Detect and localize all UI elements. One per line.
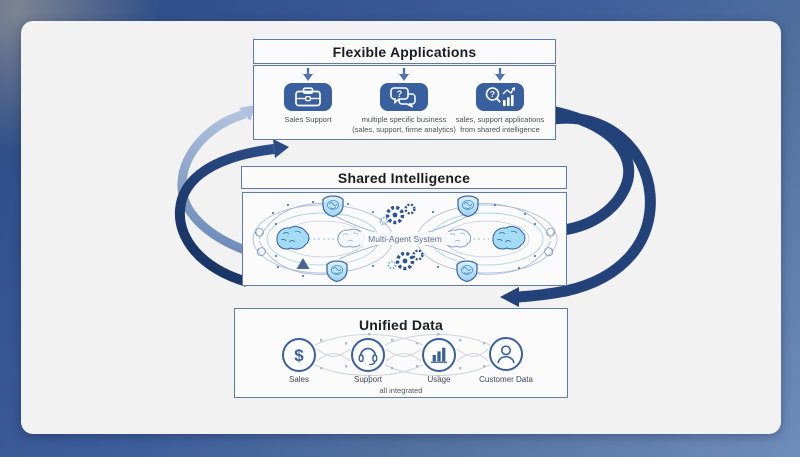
integration-mesh	[314, 333, 491, 378]
flexible-applications-title: Flexible Applications	[253, 39, 556, 64]
ud-item-label: Support	[353, 375, 383, 384]
ud-item-label: Customer Data	[479, 375, 533, 384]
svg-text:?: ?	[490, 89, 495, 99]
down-arrow-icon	[399, 68, 409, 81]
fa-item-sales-support: Sales Support	[253, 67, 363, 125]
shared-intelligence-box: Multi-Agent System	[242, 192, 567, 286]
fa-item-shared-apps: ? sales, support applications from share…	[445, 67, 555, 135]
arrow-left-up	[177, 105, 256, 257]
data-flow-up-arrow	[296, 258, 310, 293]
all-integrated-note: all integrated	[379, 386, 423, 395]
headset-icon	[351, 338, 385, 372]
bar-chart-icon	[422, 338, 456, 372]
fa-item-specific-business: ? multiple specific business (sales, sup…	[349, 67, 459, 135]
svg-text:?: ?	[397, 89, 403, 99]
down-arrow-icon	[303, 68, 313, 81]
arrow-right-down	[500, 105, 656, 307]
person-icon	[489, 337, 523, 371]
down-arrow-icon	[495, 68, 505, 81]
ud-item-label: Usage	[427, 375, 451, 384]
chat-question-icon: ?	[380, 83, 428, 111]
flexible-applications-box: Sales Support ? multiple specific busine…	[253, 65, 556, 140]
multi-agent-system-label: Multi-Agent System	[368, 234, 442, 244]
gear-cluster-icon	[379, 203, 424, 271]
fa-item-label: Sales Support	[284, 115, 332, 124]
arrow-left-dark	[174, 139, 289, 287]
multi-agent-network: Multi-Agent System	[252, 195, 558, 283]
unified-data-box: Unified Data $	[234, 308, 568, 398]
fa-item-label: sales, support applications from shared …	[455, 115, 545, 134]
shared-intelligence-title: Shared Intelligence	[241, 166, 567, 189]
dollar-icon: $	[282, 338, 316, 372]
unified-data-title: Unified Data	[358, 317, 444, 333]
briefcase-icon	[284, 83, 332, 111]
ud-item-label: Sales	[288, 375, 309, 384]
fa-item-label: multiple specific business (sales, suppo…	[352, 115, 456, 134]
search-analytics-icon: ?	[476, 83, 524, 111]
swirl-decoration	[254, 227, 556, 257]
